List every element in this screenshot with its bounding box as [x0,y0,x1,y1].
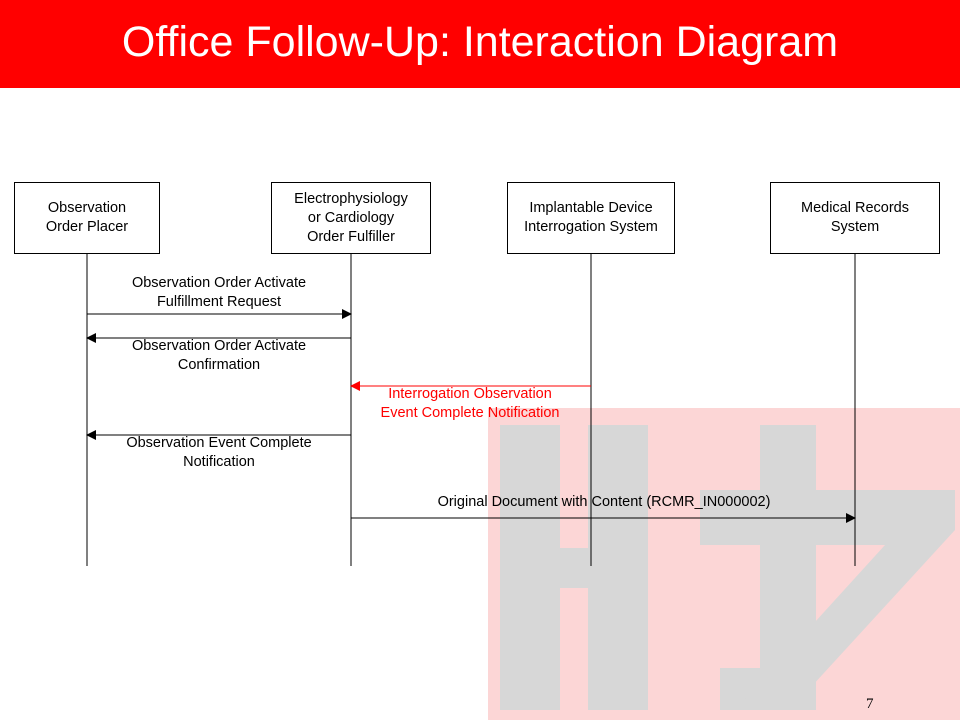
slide-title: Office Follow-Up: Interaction Diagram [121,18,839,66]
actor-label: Electrophysiology or Cardiology Order Fu… [294,190,408,245]
actor-medical-records-system: Medical Records System [770,182,940,254]
actor-interrogation-system: Implantable Device Interrogation System [507,182,675,254]
watermark-numeral-7 [700,490,955,710]
actor-label: Implantable Device Interrogation System [524,200,658,235]
actor-observation-order-placer: Observation Order Placer [14,182,160,254]
actor-order-fulfiller: Electrophysiology or Cardiology Order Fu… [271,182,431,254]
actor-label: Observation Order Placer [45,200,129,235]
message-label-3: Interrogation Observation Event Complete… [380,386,560,421]
message-label-5: Original Document with Content (RCMR_IN0… [437,494,771,510]
page-number: 7 [866,696,874,712]
title-bar [0,0,960,88]
message-label-2: Observation Order Activate Confirmation [131,338,307,373]
actor-label: Medical Records System [801,200,909,235]
watermark-letter-h [500,425,648,710]
message-label-4: Observation Event Complete Notification [126,435,312,470]
message-label-1: Observation Order Activate Fulfillment R… [131,275,307,310]
